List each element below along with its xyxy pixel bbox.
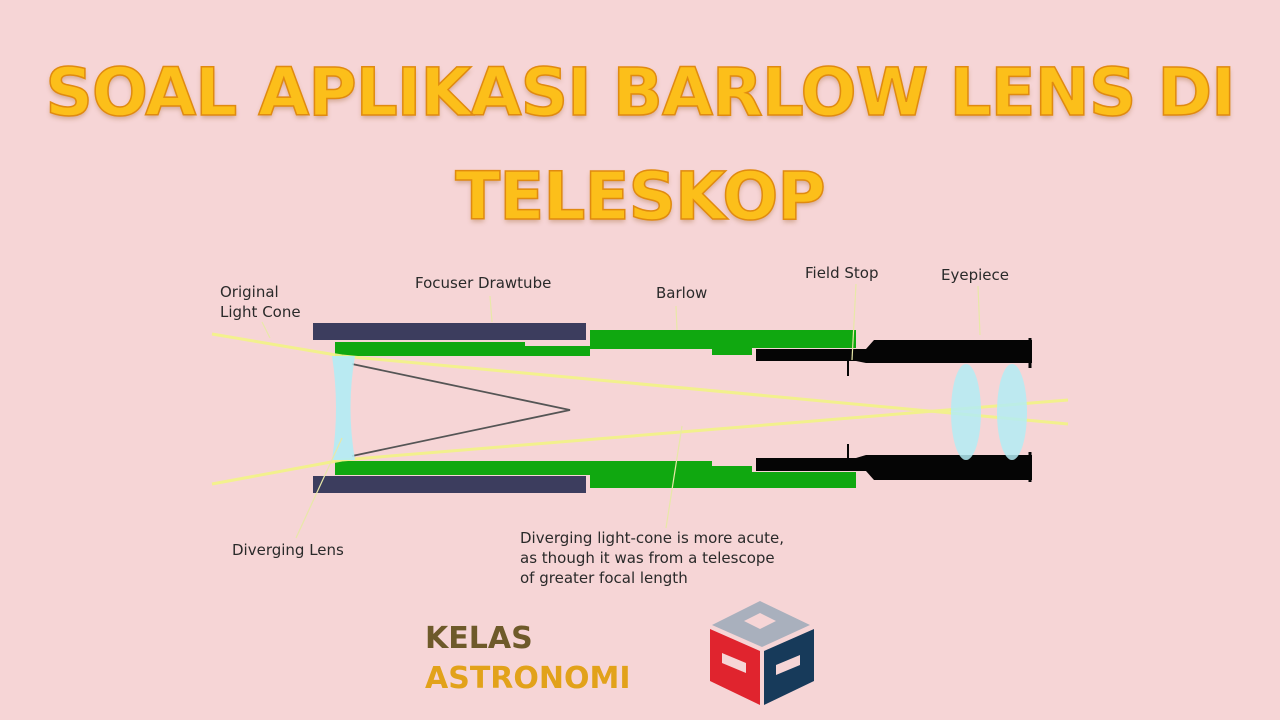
label-eyepiece: Eyepiece: [941, 266, 1009, 284]
original-cone-lines: [351, 363, 571, 457]
diverging-lens-shape: [332, 356, 355, 460]
cube-logo-right-cutout: [776, 655, 800, 675]
label-diverging-lens: Diverging Lens: [232, 541, 344, 559]
caption-line-2: as though it was from a telescope: [520, 549, 775, 567]
leader-eyepiece: [977, 285, 981, 336]
leader-diverging-lens: [295, 437, 343, 539]
title-line-1: SOAL APLIKASI BARLOW LENS DI: [45, 53, 1237, 132]
cube-logo-icon: [710, 601, 814, 705]
diverging-light-ray-top: [341, 354, 1069, 426]
caption-line-1: Diverging light-cone is more acute,: [520, 529, 784, 547]
label-barlow: Barlow: [656, 284, 708, 302]
leader-field-stop: [851, 283, 857, 361]
drawtube-bottom: [313, 476, 586, 493]
eyepiece-barrel-bottom: [756, 455, 1032, 480]
original-light-ray-top: [211, 332, 343, 358]
leader-focuser-drawtube: [489, 295, 493, 323]
title-line-2: TELESKOP: [455, 157, 827, 236]
diverging-light-ray-bottom: [341, 398, 1069, 462]
logo-text-line-2: ASTRONOMI: [425, 661, 631, 696]
eyepiece-lens-2: [997, 364, 1027, 460]
eyepiece-barrel-top: [756, 340, 1032, 363]
barlow-body-bottom: [335, 461, 856, 488]
barlow-body-top: [335, 330, 856, 356]
drawtube-top: [313, 323, 586, 340]
label-original-light-cone-line-1: Original: [220, 283, 279, 301]
label-field-stop: Field Stop: [805, 264, 879, 282]
cube-logo-top-notch: [744, 613, 776, 629]
cube-logo-left-cutout: [722, 653, 746, 673]
label-focuser-drawtube: Focuser Drawtube: [415, 274, 552, 292]
original-light-ray-bottom: [211, 458, 343, 486]
logo-text-line-1: KELAS: [425, 621, 533, 656]
eyepiece-lens-1: [951, 364, 981, 460]
leader-caption: [665, 425, 683, 529]
leader-original-light-cone: [261, 321, 271, 339]
leader-barlow: [675, 305, 678, 331]
caption-line-3: of greater focal length: [520, 569, 688, 587]
label-original-light-cone-line-2: Light Cone: [220, 303, 301, 321]
